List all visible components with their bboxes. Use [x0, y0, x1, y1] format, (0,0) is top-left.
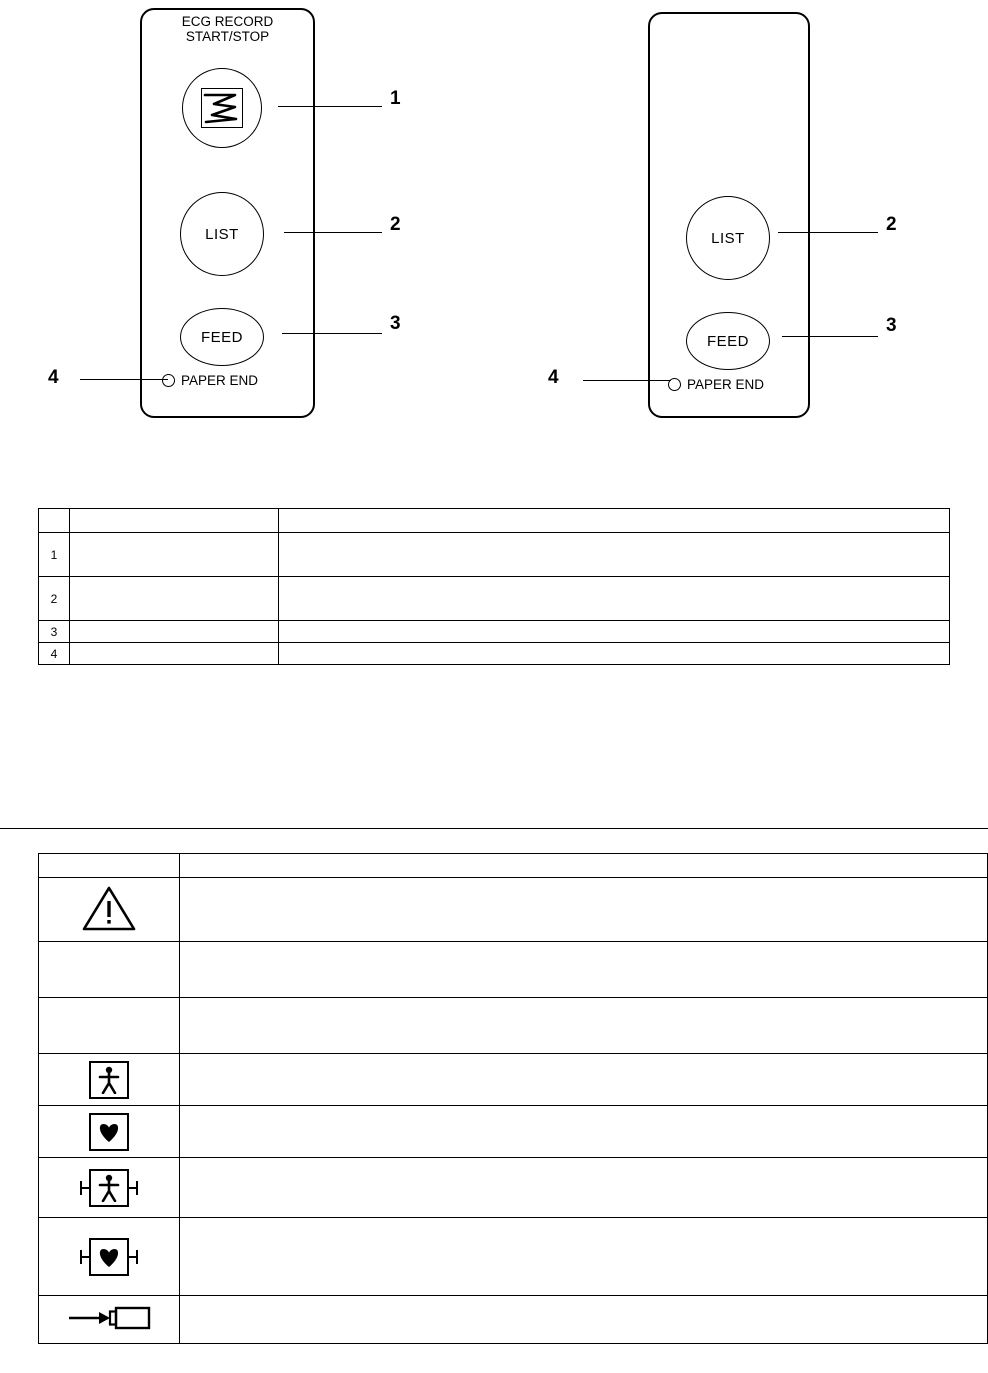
- legend-num-2: 2: [38, 576, 70, 621]
- symbol-desc-6: [179, 1157, 988, 1218]
- callout-left-3: 3: [390, 313, 401, 334]
- symbol-desc-8: [179, 1295, 988, 1344]
- table-row: [38, 853, 988, 878]
- table-row: [38, 1217, 988, 1296]
- symbol-desc-0: [179, 853, 988, 878]
- paper-end-indicator-left: PAPER END: [162, 373, 258, 388]
- symbol-desc-3: [179, 997, 988, 1054]
- legend-name-4: [69, 642, 279, 665]
- feed-button-right[interactable]: FEED: [686, 312, 770, 370]
- callout-right-2: 2: [886, 214, 897, 235]
- table-row: [38, 877, 988, 942]
- leader-line-right-4: [583, 380, 671, 381]
- symbol-desc-2: [179, 941, 988, 998]
- type-cf-heart-icon: [38, 1105, 180, 1158]
- paper-end-label-left: PAPER END: [181, 373, 259, 388]
- legend-desc-4: [278, 642, 950, 665]
- symbol-cell-blank-0: [38, 853, 180, 878]
- table-row: [38, 1053, 988, 1106]
- leader-line-left-4: [80, 379, 168, 380]
- table-row: [38, 1105, 988, 1158]
- table-row: [38, 1157, 988, 1218]
- printer-panel-right: LIST FEED PAPER END: [648, 12, 810, 418]
- printer-panel-left: ECG RECORD START/STOP LIST FEED PAPER EN…: [140, 8, 315, 418]
- paper-end-led-icon: [162, 374, 175, 387]
- paper-end-label-right: PAPER END: [687, 377, 765, 392]
- feed-button-left[interactable]: FEED: [180, 308, 264, 366]
- symbol-desc-7: [179, 1217, 988, 1296]
- leader-line-right-3: [782, 336, 878, 337]
- leader-line-left-2: [284, 232, 382, 233]
- list-button-left-label: LIST: [205, 225, 239, 243]
- defib-proof-cf-icon: [38, 1217, 180, 1296]
- legend-name-0: [69, 508, 279, 533]
- symbol-desc-5: [179, 1105, 988, 1158]
- ecg-record-start-stop-button[interactable]: [182, 68, 262, 148]
- legend-desc-3: [278, 620, 950, 643]
- callout-right-3: 3: [886, 315, 897, 336]
- section-divider: [0, 828, 988, 829]
- list-button-left[interactable]: LIST: [180, 192, 264, 276]
- legend-num-4: 4: [38, 642, 70, 665]
- ecg-record-title: ECG RECORD START/STOP: [142, 14, 313, 44]
- defib-proof-bf-icon: [38, 1157, 180, 1218]
- list-button-right[interactable]: LIST: [686, 196, 770, 280]
- symbol-cell-blank-2: [38, 941, 180, 998]
- symbol-desc-1: [179, 877, 988, 942]
- paper-end-indicator-right: PAPER END: [668, 377, 764, 392]
- table-row: 1: [38, 532, 950, 577]
- battery-icon: [38, 1295, 180, 1344]
- type-bf-body-icon: [38, 1053, 180, 1106]
- symbol-legend-table: [38, 853, 988, 1344]
- table-row: [38, 1295, 988, 1344]
- table-row: 2: [38, 576, 950, 621]
- legend-num-1: 1: [38, 532, 70, 577]
- symbol-desc-4: [179, 1053, 988, 1106]
- leader-line-left-3: [282, 333, 382, 334]
- legend-name-2: [69, 576, 279, 621]
- feed-button-right-label: FEED: [706, 332, 749, 350]
- warning-triangle-icon: [38, 877, 180, 942]
- callout-left-1: 1: [390, 88, 401, 109]
- list-button-right-label: LIST: [711, 229, 745, 247]
- leader-line-right-2: [778, 232, 878, 233]
- table-row: [38, 941, 988, 998]
- leader-line-left-1: [278, 106, 382, 107]
- legend-desc-1: [278, 532, 950, 577]
- table-row: 3: [38, 620, 950, 643]
- callout-right-4: 4: [548, 367, 559, 388]
- panel-diagram-area: ECG RECORD START/STOP LIST FEED PAPER EN…: [0, 0, 988, 470]
- table-row: [38, 508, 950, 533]
- feed-button-left-label: FEED: [200, 328, 243, 346]
- callout-left-2: 2: [390, 214, 401, 235]
- callout-left-4: 4: [48, 367, 59, 388]
- legend-desc-2: [278, 576, 950, 621]
- legend-name-1: [69, 532, 279, 577]
- legend-num-3: 3: [38, 620, 70, 643]
- table-row: 4: [38, 642, 950, 665]
- ecg-record-title-line2: START/STOP: [185, 29, 270, 44]
- symbol-cell-blank-3: [38, 997, 180, 1054]
- legend-num-0: [38, 508, 70, 533]
- ecg-waveform-icon: [201, 88, 243, 128]
- paper-end-led-icon-right: [668, 378, 681, 391]
- legend-name-3: [69, 620, 279, 643]
- legend-desc-0: [278, 508, 950, 533]
- table-row: [38, 997, 988, 1054]
- panel-legend-table: 1 2 3 4: [38, 508, 950, 665]
- ecg-record-title-line1: ECG RECORD: [181, 14, 274, 29]
